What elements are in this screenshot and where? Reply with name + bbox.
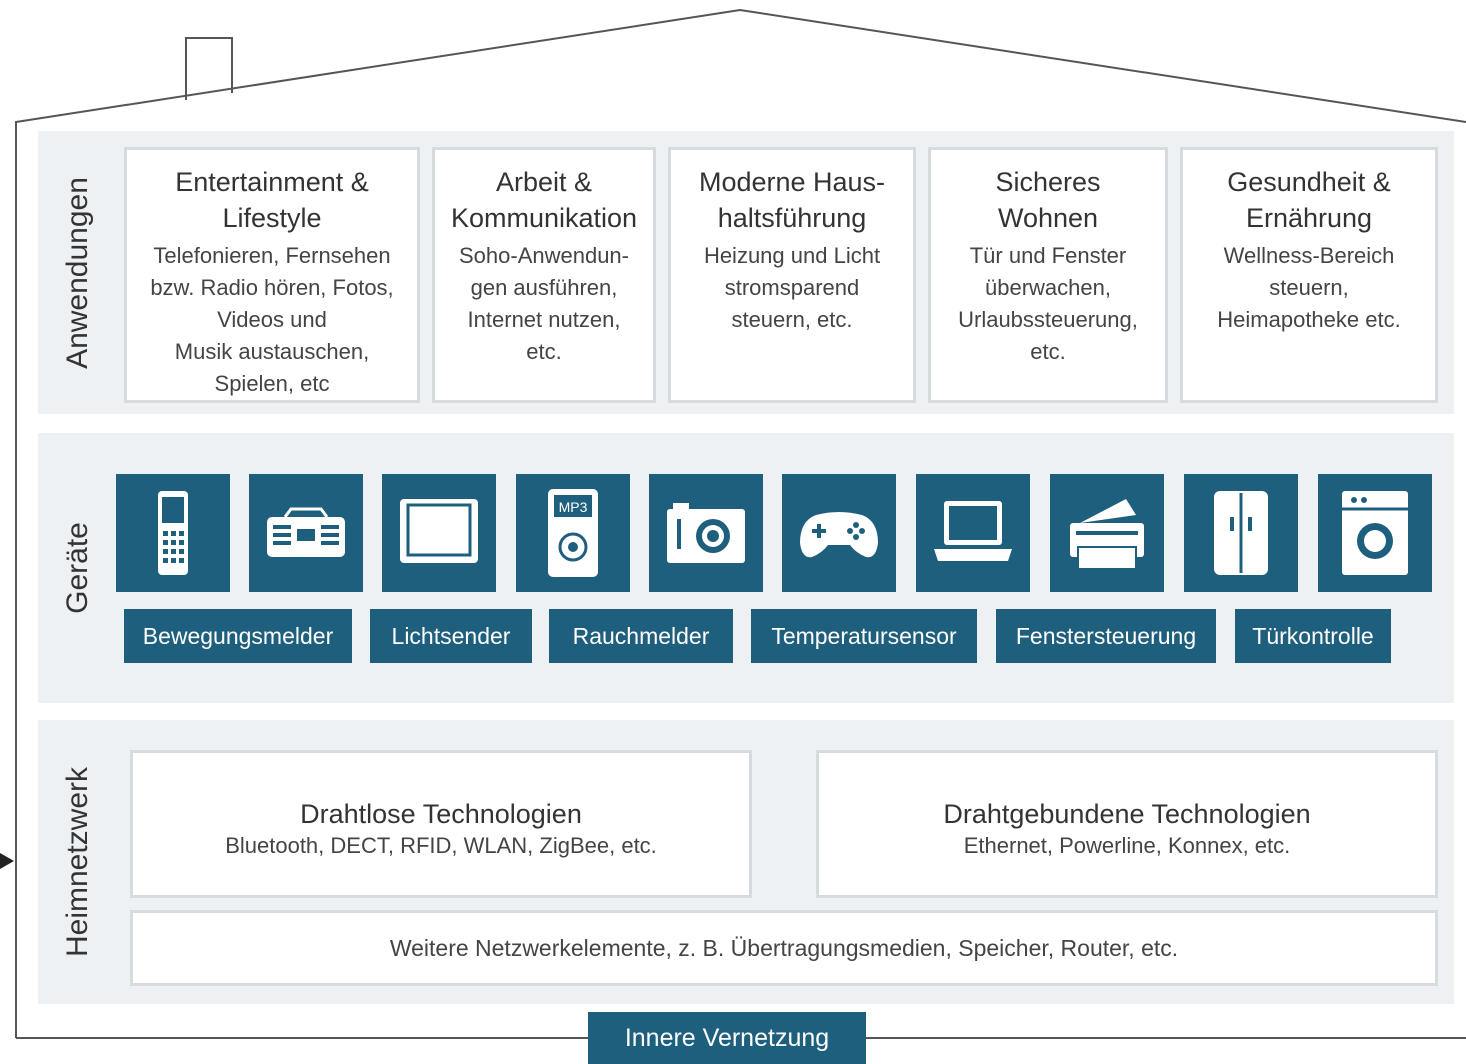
app-description: Soho-Anwendun- gen ausführen, Internet n…: [458, 243, 629, 364]
devices-label: Geräte: [61, 522, 94, 614]
app-title: Gesundheit & Ernährung: [1227, 167, 1391, 233]
app-box-entertainment: Entertainment & Lifestyle Telefonieren, …: [124, 147, 420, 403]
app-title: Arbeit & Kommunikation: [450, 167, 638, 233]
applications-label: Anwendungen: [61, 176, 94, 369]
laptop-icon: [916, 474, 1030, 592]
sensor-window-control: Fenstersteuerung: [996, 609, 1216, 663]
wireless-technologies-box: Drahtlose Technologien Bluetooth, DECT, …: [130, 750, 752, 898]
app-description: Tür und Fenster überwachen, Urlaubssteue…: [958, 243, 1138, 364]
inner-network-label: Innere Vernetzung: [588, 1012, 866, 1064]
devices-section: Geräte MP3 Bewegungsmelder Lichtsender R…: [38, 433, 1454, 703]
app-title: Moderne Haus- haltsführung: [698, 167, 886, 233]
sensor-motion-detector: Bewegungsmelder: [124, 609, 352, 663]
sensor-door-control: Türkontrolle: [1235, 609, 1391, 663]
applications-section: Anwendungen Entertainment & Lifestyle Te…: [38, 131, 1454, 414]
app-box-health: Gesundheit & Ernährung Wellness-Bereich …: [1180, 147, 1438, 403]
wired-description: Ethernet, Powerline, Konnex, etc.: [963, 833, 1291, 858]
washing-machine-icon: [1318, 474, 1432, 592]
app-title: Entertainment & Lifestyle: [175, 167, 369, 233]
home-network-section: Heimnetzwerk Drahtlose Technologien Blue…: [38, 720, 1454, 1004]
app-box-security: Sicheres Wohnen Tür und Fenster überwach…: [928, 147, 1168, 403]
app-box-household: Moderne Haus- haltsführung Heizung und L…: [668, 147, 916, 403]
wireless-title: Drahtlose Technologien: [300, 799, 582, 829]
app-box-work: Arbeit & Kommunikation Soho-Anwendun- ge…: [432, 147, 656, 403]
fridge-icon: [1184, 474, 1298, 592]
boombox-radio-icon: [249, 474, 363, 592]
home-network-label: Heimnetzwerk: [61, 766, 94, 958]
app-title: Sicheres Wohnen: [995, 167, 1101, 233]
sensor-light-transmitter: Lichtsender: [370, 609, 532, 663]
sensor-smoke-detector: Rauchmelder: [549, 609, 733, 663]
app-description: Wellness-Bereich steuern, Heimapotheke e…: [1217, 243, 1401, 332]
sensor-temperature: Temperatursensor: [751, 609, 977, 663]
app-description: Heizung und Licht stromsparend steuern, …: [703, 243, 881, 332]
camera-icon: [649, 474, 763, 592]
tv-icon: [382, 474, 496, 592]
gamepad-icon: [782, 474, 896, 592]
wired-technologies-box: Drahtgebundene Technologien Ethernet, Po…: [816, 750, 1438, 898]
wired-title: Drahtgebundene Technologien: [943, 799, 1311, 829]
mobile-phone-icon: [116, 474, 230, 592]
printer-scanner-icon: [1050, 474, 1164, 592]
mp3-player-icon: MP3: [516, 474, 630, 592]
other-network-elements: Weitere Netzwerkelemente, z. B. Übertrag…: [389, 935, 1179, 961]
other-network-elements-box: Weitere Netzwerkelemente, z. B. Übertrag…: [130, 910, 1438, 986]
app-description: Telefonieren, Fernsehen bzw. Radio hören…: [150, 243, 394, 396]
wireless-description: Bluetooth, DECT, RFID, WLAN, ZigBee, etc…: [225, 833, 657, 858]
mp3-screen-label: MP3: [559, 499, 588, 515]
